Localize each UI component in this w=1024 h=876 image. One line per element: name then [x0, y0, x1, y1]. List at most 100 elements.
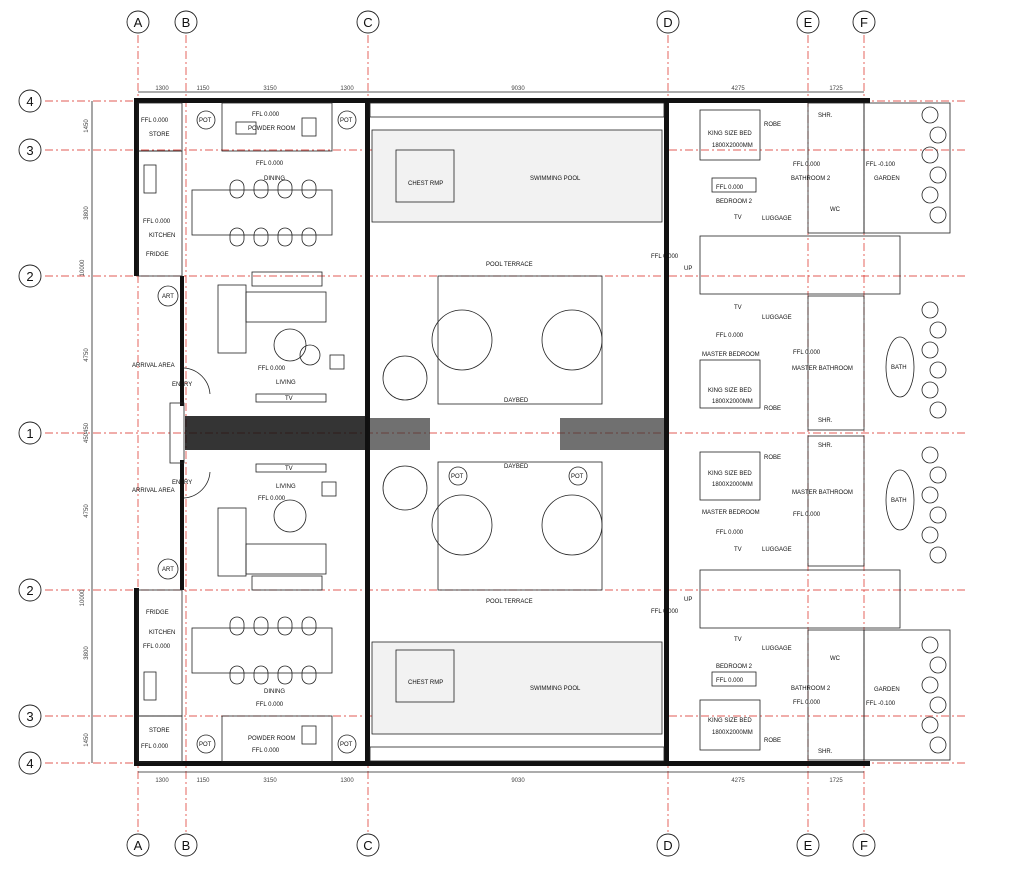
- grid-label-row3-bottom: 3: [26, 709, 33, 724]
- bed-size-bottom: 1800X2000MM: [712, 730, 753, 736]
- shr-bottom: SHR.: [818, 749, 833, 755]
- ffl-bedroom-bottom: FFL 0.000: [716, 678, 744, 684]
- grid-label-d-bottom: D: [663, 838, 672, 853]
- bed-size-master-bottom: 1800X2000MM: [712, 482, 753, 488]
- pool-terrace-top: POOL TERRACE: [486, 262, 533, 268]
- daybed-bottom: DAYBED: [504, 464, 529, 470]
- shr-top: SHR.: [818, 113, 833, 119]
- ffl-master-bath-top: FFL 0.000: [793, 350, 821, 356]
- ffl-master-bottom: FFL 0.000: [716, 530, 744, 536]
- grid-label-f-bottom: F: [860, 838, 868, 853]
- store-bottom-label: STORE: [149, 728, 170, 734]
- dim-bottom-4: 1300: [340, 778, 354, 784]
- shr-master-top: SHR.: [818, 418, 833, 424]
- grid-label-a-bottom: A: [134, 838, 143, 853]
- bathroom-2-bottom: BATHROOM 2: [791, 686, 831, 692]
- tv-label-master-top: TV: [734, 305, 742, 311]
- dim-bottom-2: 1150: [197, 778, 211, 784]
- pot-label-1: POT: [199, 118, 212, 124]
- dim-top-6: 4275: [731, 86, 745, 92]
- grid-label-row3-top: 3: [26, 143, 33, 158]
- grid-label-b-top: B: [182, 15, 191, 30]
- master-bedroom-bottom-label: MASTER BEDROOM: [702, 510, 760, 516]
- tv-label-bottom: TV: [285, 466, 293, 472]
- powder-room-bottom: POWDER ROOM: [248, 736, 295, 742]
- kitchen-label-top: KITCHEN: [149, 233, 175, 239]
- living-label-bottom: LIVING: [276, 484, 296, 490]
- robe-top: ROBE: [764, 122, 781, 128]
- dim-left-3: 10000: [80, 259, 86, 276]
- ffl-stair-bottom: FFL 0.000: [651, 609, 679, 615]
- dining-chairs-bottom: [229, 616, 317, 685]
- dim-left-2: 3800: [84, 206, 90, 220]
- art-label-top: ART: [162, 294, 174, 300]
- master-bedroom-top-label: MASTER BEDROOM: [702, 352, 760, 358]
- master-bedroom-top: TV LUGGAGE FFL 0.000 MASTER BEDROOM KING…: [699, 295, 915, 431]
- wc-bottom: WC: [830, 656, 841, 662]
- pot-label-4: POT: [571, 474, 584, 480]
- ffl-dining-top: FFL 0.000: [256, 161, 284, 167]
- shr-master-bottom: SHR.: [818, 443, 833, 449]
- pot-label-2: POT: [340, 118, 353, 124]
- dim-left-4: 4750: [84, 348, 90, 362]
- ffl-living-bottom: FFL 0.000: [258, 496, 286, 502]
- fridge-label-top: FRIDGE: [146, 252, 169, 258]
- dim-top-4: 1300: [340, 86, 354, 92]
- bed-size-top: 1800X2000MM: [712, 143, 753, 149]
- ffl-garden-top: FFL -0.100: [866, 162, 896, 168]
- ffl-living-top: FFL 0.000: [258, 366, 286, 372]
- dim-bottom-5: 9030: [511, 778, 525, 784]
- ffl-dining-bottom: FFL 0.000: [256, 702, 284, 708]
- ffl-stair-top: FFL 0.000: [651, 254, 679, 260]
- arrival-area-bottom: ARRIVAL AREA: [132, 488, 175, 494]
- grid-label-row4-top: 4: [26, 94, 33, 109]
- grid-bubbles-left: 4 3 2 1 2 3 4: [18, 89, 42, 775]
- up-label-top: UP: [684, 266, 692, 272]
- powder-room-top: POWDER ROOM: [248, 126, 295, 132]
- dining-label-top: DINING: [264, 176, 285, 182]
- grid-label-f-top: F: [860, 15, 868, 30]
- garden-plants: [921, 106, 947, 754]
- daybed-top: DAYBED: [504, 398, 529, 404]
- ffl-store-top: FFL 0.000: [141, 118, 169, 124]
- grid-label-b-bottom: B: [182, 838, 191, 853]
- bath-label-bottom: BATH: [891, 498, 907, 504]
- swimming-pool-bottom: SWIMMING POOL: [530, 686, 581, 692]
- grid-label-e-top: E: [804, 15, 813, 30]
- dim-left-9: 1450: [84, 733, 90, 747]
- grid-label-d-top: D: [663, 15, 672, 30]
- arrival-area-top: ARRIVAL AREA: [132, 363, 175, 369]
- pot-label-6: POT: [340, 742, 353, 748]
- entry-label-bottom: ENTRY: [172, 480, 192, 486]
- garden-bottom: GARDEN: [874, 687, 900, 693]
- dining-label-bottom: DINING: [264, 689, 285, 695]
- dim-left-5: 450450: [84, 422, 90, 443]
- chest-rmp-top: CHEST RMP: [408, 181, 443, 187]
- grid-label-row4-bottom: 4: [26, 756, 33, 771]
- grid-label-row2-top: 2: [26, 269, 33, 284]
- bedroom-2-top: KING SIZE BED 1800X2000MM ROBE FFL 0.000…: [699, 102, 951, 234]
- ffl-kitchen-bottom: FFL 0.000: [143, 644, 171, 650]
- dim-bottom-1: 1300: [155, 778, 169, 784]
- king-bed-master-bottom: KING SIZE BED: [708, 471, 752, 477]
- tree-icons: [382, 309, 603, 556]
- master-bedroom-bottom: ROBE KING SIZE BED 1800X2000MM MASTER BE…: [699, 435, 915, 567]
- pool-terrace-bottom: POOL TERRACE: [486, 599, 533, 605]
- pool-area: CHEST RMP SWIMMING POOL POOL TERRACE DAY…: [369, 102, 665, 762]
- grid-label-row2-bottom: 2: [26, 583, 33, 598]
- store-powder-top: FFL 0.000 STORE POT POT FFL 0.000 POWDER…: [137, 102, 357, 152]
- grid-label-row1: 1: [26, 426, 33, 441]
- dim-bottom-6: 4275: [731, 778, 745, 784]
- bedroom-2-top-label: BEDROOM 2: [716, 199, 753, 205]
- ffl-kitchen-top: FFL 0.000: [143, 219, 171, 225]
- bed-size-master-top: 1800X2000MM: [712, 399, 753, 405]
- garden-top: GARDEN: [874, 176, 900, 182]
- living-label-top: LIVING: [276, 380, 296, 386]
- robe-bottom: ROBE: [764, 738, 781, 744]
- dim-bottom-7: 1725: [829, 778, 843, 784]
- luggage-master-bottom: LUGGAGE: [762, 547, 792, 553]
- dim-top-3: 3150: [263, 86, 277, 92]
- robe-master-top: ROBE: [764, 406, 781, 412]
- ffl-garden-bottom: FFL -0.100: [866, 701, 896, 707]
